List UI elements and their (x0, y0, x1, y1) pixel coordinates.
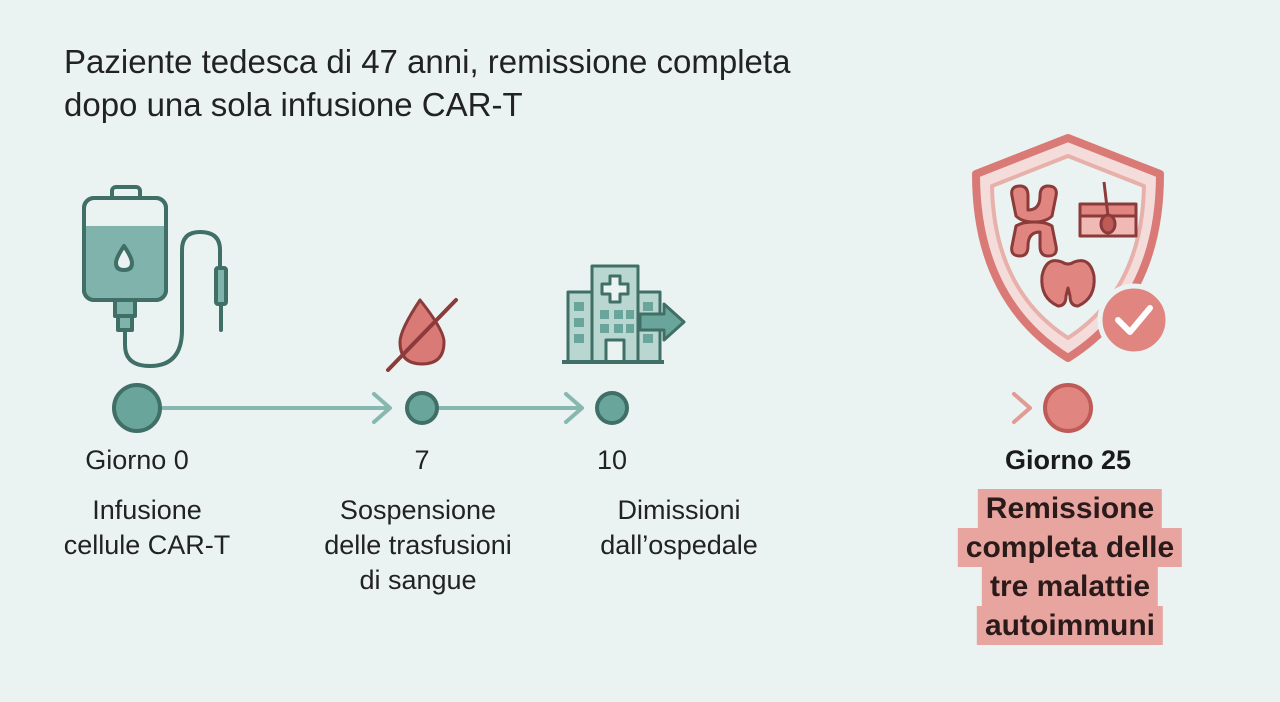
milestone-day-25: Giorno 25 (1004, 445, 1132, 475)
desc-25-line-2: completa delle (957, 528, 1183, 567)
no-blood-drop-icon (386, 298, 458, 372)
milestone-desc-25-highlight: Remissione completa delle tre malattie a… (957, 489, 1183, 645)
node-day-0 (112, 383, 162, 433)
desc-7-line-1: Sospensione (339, 495, 497, 525)
desc-25-line-4: autoimmuni (977, 606, 1163, 645)
check-badge-icon (1097, 283, 1171, 357)
desc-10-line-2: dall’ospedale (600, 530, 758, 560)
subtitle-line-1: Paziente tedesca di 47 anni, remissione … (64, 43, 791, 80)
desc-25-line-3: tre malattie (981, 567, 1159, 606)
hospital-exit-icon (562, 264, 686, 364)
milestone-day-10: 10 (596, 445, 628, 475)
milestone-day-0: Giorno 0 (85, 445, 189, 475)
milestone-desc-7: Sospensione delle trasfusioni di sangue (324, 493, 512, 598)
desc-10-line-1: Dimissioni (617, 495, 741, 525)
desc-0-line-1: Infusione (92, 495, 202, 525)
milestone-desc-10: Dimissioni dall’ospedale (600, 493, 758, 563)
arrowhead-0-7 (372, 392, 392, 424)
skin-icon (1078, 181, 1138, 238)
milestone-desc-0: Infusione cellule CAR-T (64, 493, 231, 563)
joint-icon (1010, 184, 1058, 258)
iv-bag-icon (82, 185, 228, 368)
desc-7-line-2: delle trasfusioni (324, 530, 512, 560)
shield-check-icon (972, 134, 1171, 362)
node-day-10 (595, 391, 629, 425)
node-day-25 (1043, 383, 1093, 433)
milestone-day-7: 7 (414, 445, 430, 475)
subtitle-line-2: dopo una sola infusione CAR-T (64, 86, 523, 123)
arrowhead-7-10 (564, 392, 584, 424)
arrowhead-10-25 (1012, 392, 1032, 424)
desc-7-line-3: di sangue (359, 565, 477, 595)
timeline-connectors (162, 392, 1032, 424)
desc-25-line-1: Remissione (977, 489, 1163, 528)
subtitle: Paziente tedesca di 47 anni, remissione … (64, 40, 964, 126)
node-day-7 (405, 391, 439, 425)
thyroid-icon (1040, 259, 1096, 308)
desc-0-line-2: cellule CAR-T (63, 530, 231, 560)
